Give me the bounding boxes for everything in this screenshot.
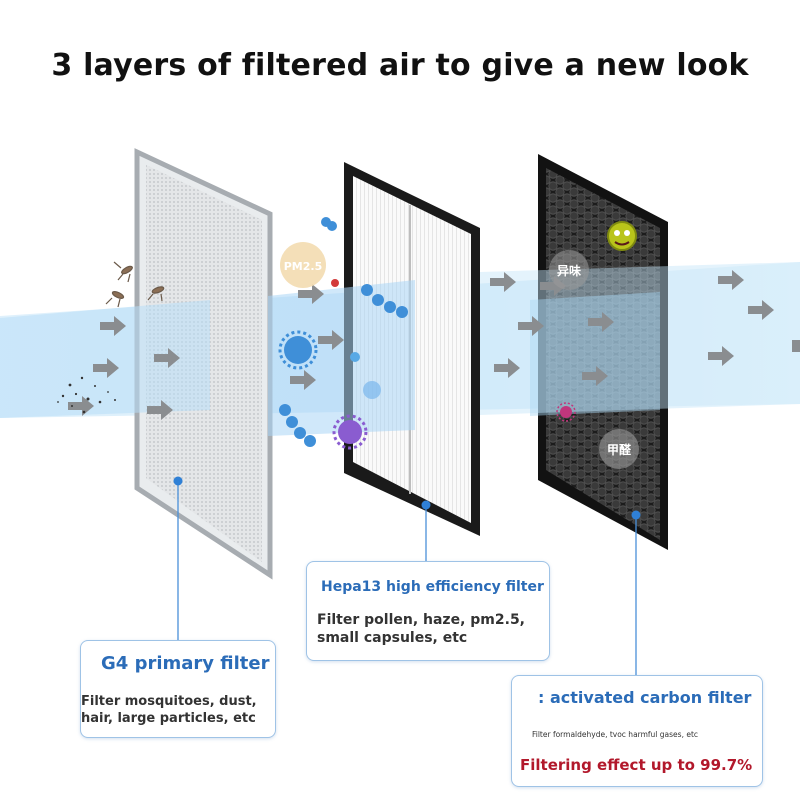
odor-label: 异味	[557, 263, 581, 278]
callout-connectors	[173, 476, 641, 675]
odor-bubble: 异味	[549, 250, 589, 290]
hepa-filter-title: Hepa13 high efficiency filter	[321, 579, 544, 595]
formaldehyde-bubble: 甲醛	[599, 429, 639, 469]
airflow-arrows	[68, 270, 800, 420]
small-bacteria-icon	[321, 217, 337, 231]
virus-icon	[556, 402, 576, 422]
particle-dot	[331, 279, 339, 287]
pollen-icon	[278, 284, 408, 450]
pm25-bubble: PM2.5	[280, 242, 326, 288]
carbon-filter-description: Filter formaldehyde, tvoc harmful gases,…	[532, 730, 699, 739]
hepa-filter-card: Hepa13 high efficiency filter Filter pol…	[306, 561, 550, 661]
mosquito-icon	[105, 261, 165, 308]
headline: 3 layers of filtered air to give a new l…	[51, 48, 749, 83]
formaldehyde-label: 甲醛	[607, 442, 632, 457]
carbon-filter-card: : activated carbon filter Filter formald…	[511, 675, 763, 787]
dust-particles	[57, 376, 116, 414]
filtering-effect-highlight: Filtering effect up to 99.7%	[520, 756, 753, 774]
germ-icon	[607, 221, 637, 251]
g4-filter-title: G4 primary filter	[101, 653, 270, 674]
hepa-filter-description: Filter pollen, haze, pm2.5, small capsul…	[317, 612, 525, 646]
g4-filter-card: G4 primary filter Filter mosquitoes, dus…	[80, 640, 276, 738]
pm25-label: PM2.5	[284, 260, 323, 273]
g4-filter-description: Filter mosquitoes, dust, hair, large par…	[81, 694, 257, 726]
carbon-filter-title: : activated carbon filter	[538, 688, 752, 707]
